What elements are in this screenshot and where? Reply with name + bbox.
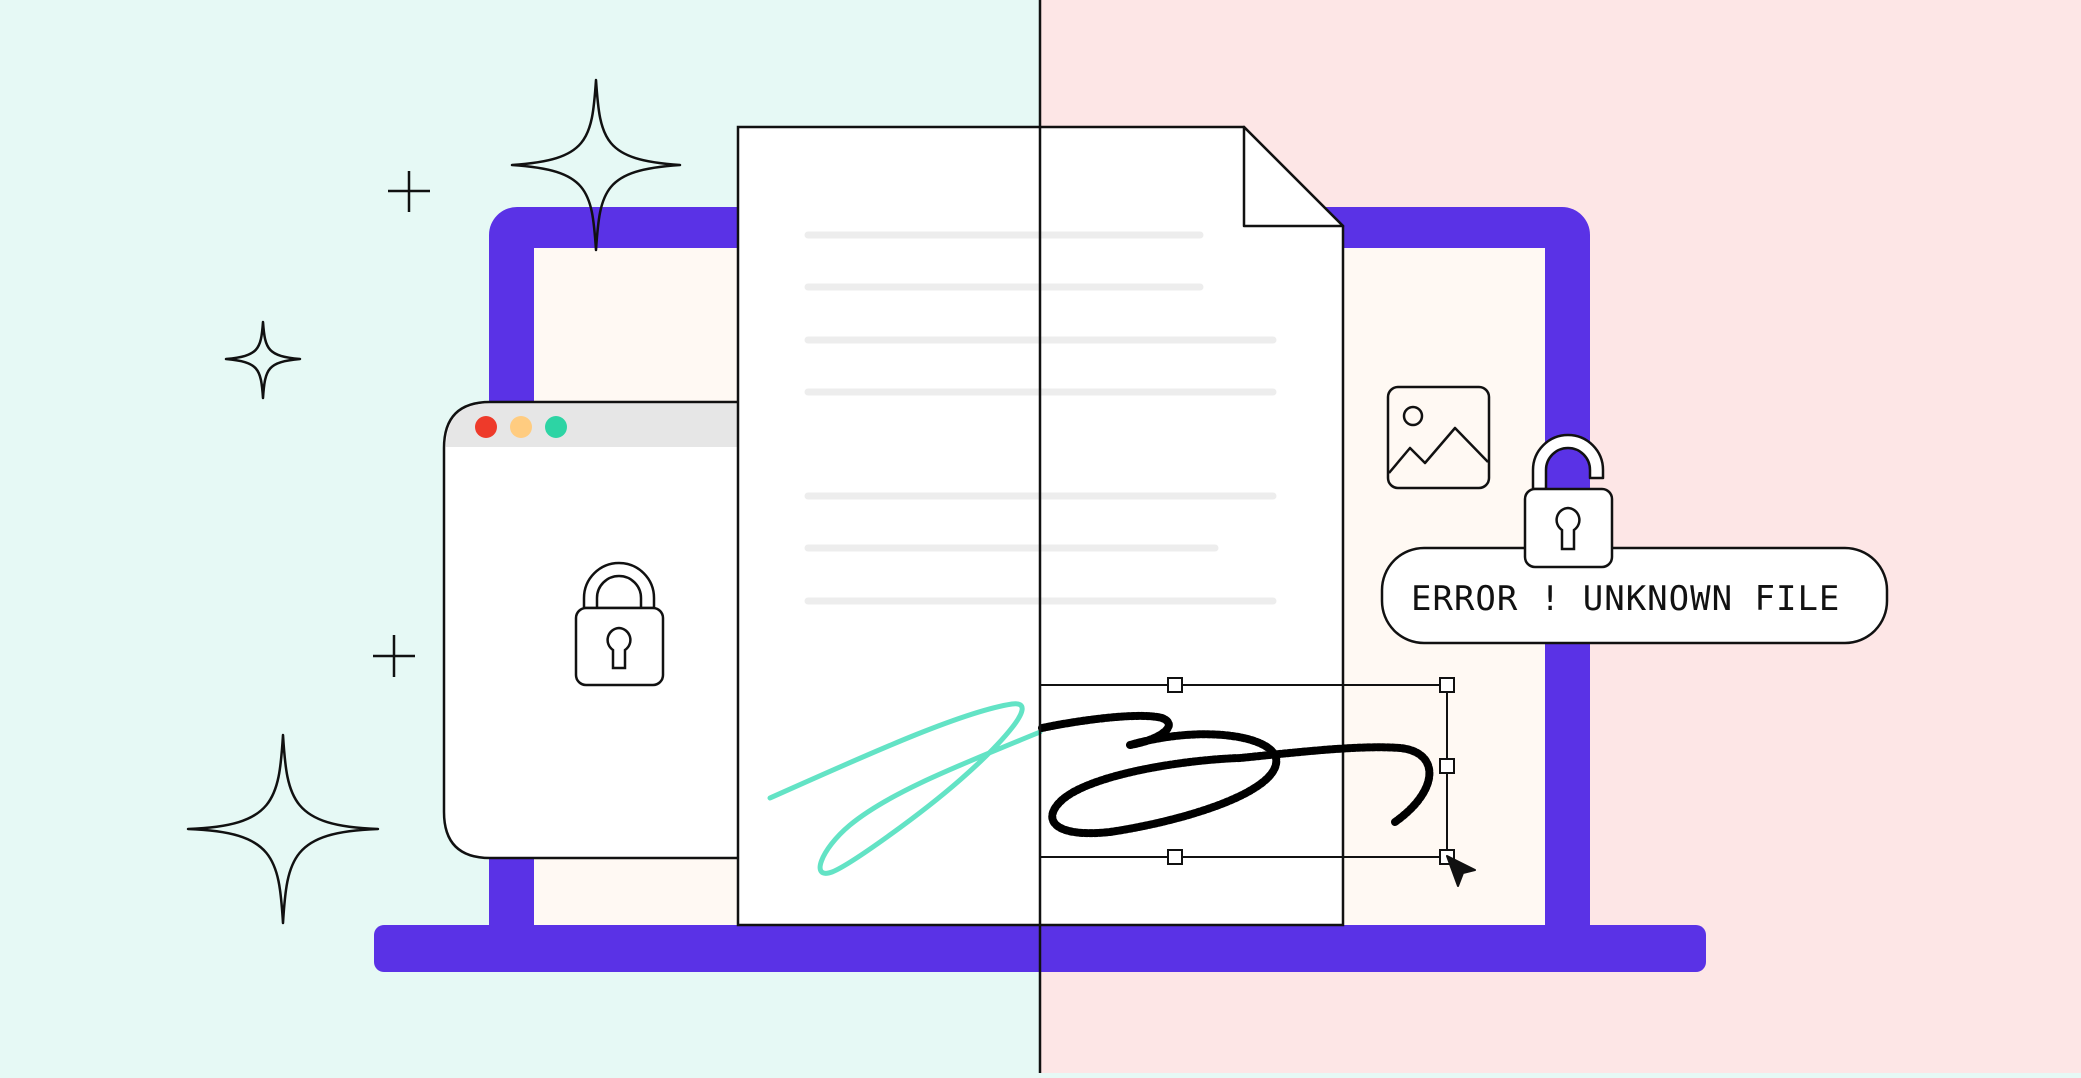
plus-icon (388, 171, 430, 212)
plus-icon (373, 635, 415, 677)
browser-window (442, 400, 742, 860)
error-banner-box (1380, 546, 1889, 645)
sparkle-icon (186, 733, 380, 925)
minimize-dot-icon (510, 416, 532, 438)
decorations (186, 78, 682, 925)
cursor-arrow-icon (1446, 855, 1476, 887)
maximize-dot-icon (545, 416, 567, 438)
sparkle-icon (510, 78, 682, 252)
document-fold (1242, 125, 1345, 228)
image-icon (1386, 385, 1491, 490)
sparkle-icon (224, 320, 302, 400)
close-dot-icon (475, 416, 497, 438)
forged-signature (1038, 711, 1434, 838)
error-message: ERROR ! UNKNOWN FILE (1411, 579, 1840, 619)
valid-signature (767, 701, 1043, 876)
unlock-icon (1523, 433, 1614, 569)
error-banner: ERROR ! UNKNOWN FILE (1380, 546, 1889, 645)
lock-icon (574, 561, 665, 687)
